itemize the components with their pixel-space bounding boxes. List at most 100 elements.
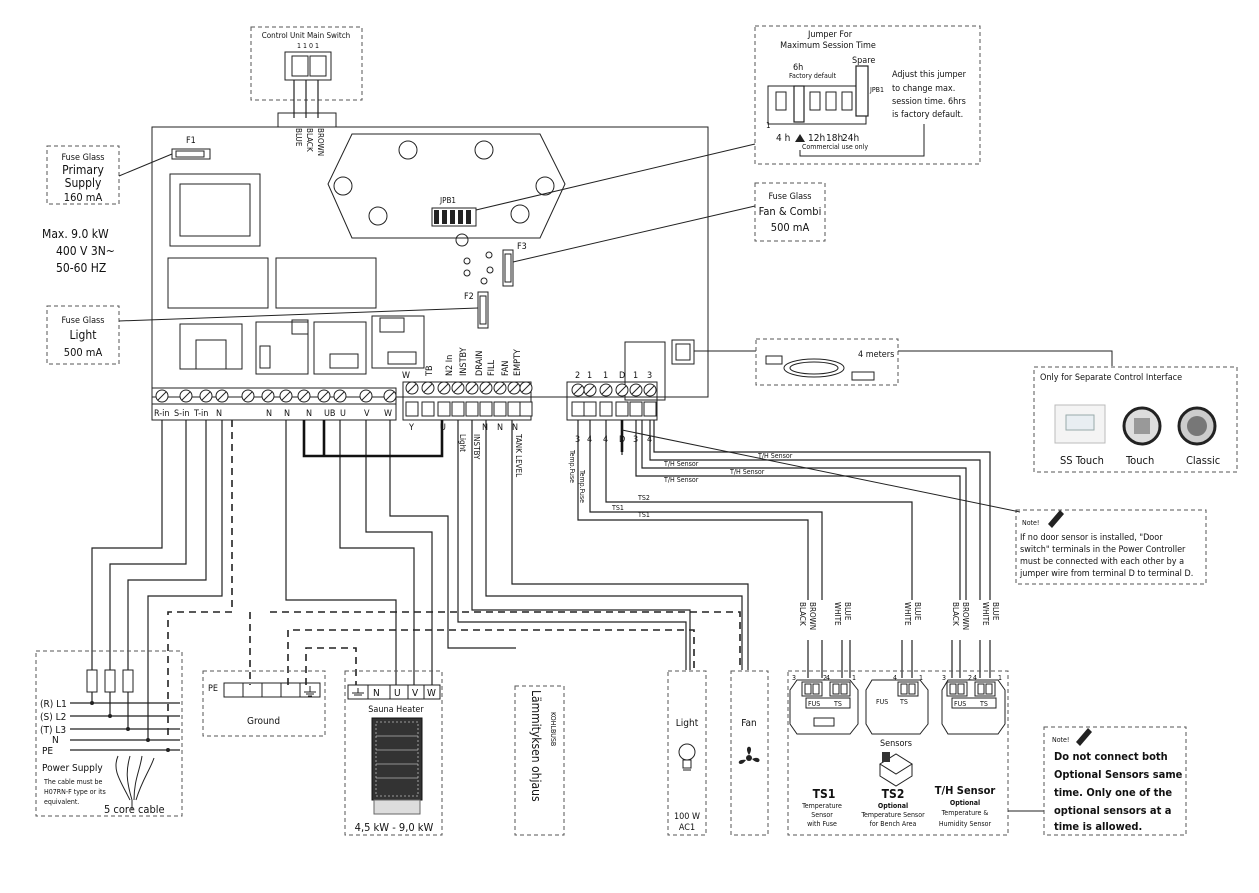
svg-text:The cable must be: The cable must be (43, 778, 103, 786)
svg-text:for Bench Area: for Bench Area (870, 820, 917, 828)
main-terminal-label: UB (324, 409, 335, 419)
svg-text:Classic: Classic (1186, 454, 1220, 467)
ground-icon (352, 688, 364, 696)
svg-text:Note!: Note! (1022, 519, 1039, 527)
main-terminal-label: W (384, 409, 392, 419)
svg-text:N: N (373, 688, 380, 699)
svg-text:INSTBY: INSTBY (472, 434, 481, 460)
sensor-terminal-slot (571, 401, 585, 417)
upper-terminal-slot (451, 401, 465, 417)
svg-text:Fan: Fan (741, 718, 756, 729)
svg-text:TS1: TS1 (813, 787, 836, 801)
svg-text:6h: 6h (793, 63, 803, 73)
svg-text:(T) L3: (T) L3 (40, 725, 66, 736)
wiring (70, 420, 991, 752)
upper-terminal-screw (421, 381, 435, 395)
wire-label-blue: BLUE (294, 128, 303, 147)
sensor-terminal-slot (629, 401, 643, 417)
svg-text:KOHLBUSB: KOHLBUSB (549, 712, 557, 746)
upper-terminal-screw (437, 381, 451, 395)
main-switch-title: Control Unit Main Switch (262, 31, 350, 40)
upper-terminal-label: FILL (487, 359, 497, 376)
svg-text:400 V 3N~: 400 V 3N~ (56, 244, 115, 258)
svg-text:Commercial use only: Commercial use only (802, 143, 868, 151)
main-terminal-screw (215, 389, 229, 403)
svg-text:Ground: Ground (247, 716, 280, 727)
svg-text:Temp.Fuse: Temp.Fuse (568, 449, 576, 483)
svg-text:BLACK: BLACK (951, 602, 960, 626)
svg-text:Sauna Heater: Sauna Heater (368, 705, 424, 715)
svg-text:Light: Light (458, 434, 467, 452)
main-terminal-label: N (306, 409, 312, 419)
svg-text:Supply: Supply (65, 176, 102, 190)
svg-text:Fuse Glass: Fuse Glass (769, 192, 812, 202)
svg-text:3: 3 (942, 674, 946, 682)
sensor-terminal-screw (629, 383, 643, 397)
upper-bottom-label: Y (408, 423, 414, 433)
power-supply-box: (R) L1 (S) L2 (T) L3 N PE Power Supply T… (35, 650, 183, 817)
svg-text:time is allowed.: time is allowed. (1054, 820, 1142, 833)
svg-text:Power Supply: Power Supply (42, 763, 103, 774)
main-terminal-screw (179, 389, 193, 403)
upper-bottom-label: N (497, 423, 503, 433)
svg-text:TS2: TS2 (882, 787, 905, 801)
main-switch: Control Unit Main Switch 1 1 0 1 (250, 26, 363, 118)
sensor-terminal-screw (583, 383, 597, 397)
upper-terminal-screw (519, 381, 533, 395)
svg-text:TS: TS (833, 700, 842, 708)
sensor-terminal-slot (615, 401, 629, 417)
main-terminal-label: T-in (193, 409, 208, 419)
svg-text:TANK LEVEL: TANK LEVEL (514, 433, 523, 477)
svg-text:Adjust this jumper: Adjust this jumper (892, 70, 967, 80)
upper-terminal-screw (479, 381, 493, 395)
main-terminal-screw (359, 389, 373, 403)
svg-text:BLUE: BLUE (913, 602, 922, 621)
ground-icon (304, 686, 316, 697)
wire-label-brown: BROWN (316, 128, 325, 156)
svg-text:is factory default.: is factory default. (892, 110, 963, 120)
svg-text:Light: Light (676, 718, 699, 729)
svg-text:1: 1 (998, 674, 1002, 682)
main-terminal-screw (155, 389, 169, 403)
ts2-sensor: 4 1 FUS TS Sensors TS2 Optional Temperat… (860, 674, 929, 828)
svg-text:160 mA: 160 mA (64, 191, 103, 204)
fuse-fan-box: Fuse Glass Fan & Combi 500 mA (512, 182, 826, 263)
sauna-heater-box: N U V W Sauna Heater 4,5 kW - 9,0 kW (344, 670, 443, 836)
svg-text:TS1: TS1 (611, 504, 624, 512)
svg-text:V: V (412, 688, 419, 699)
bench-sensor-icon (879, 752, 913, 787)
wire-vertical-labels: Light INSTBY TANK LEVEL Temp.Fuse Temp.F… (458, 433, 586, 503)
svg-text:Optional Sensors same: Optional Sensors same (1054, 768, 1183, 781)
svg-text:1: 1 (766, 121, 771, 130)
cable-bundle-icon (115, 755, 155, 810)
svg-text:BLUE: BLUE (991, 602, 1000, 621)
svg-text:Humidity Sensor: Humidity Sensor (939, 820, 992, 828)
upper-terminal-label: FAN (501, 361, 511, 376)
svg-text:24h: 24h (842, 133, 859, 144)
fuse-f3: F3 (502, 242, 527, 287)
main-terminal-label: V (364, 409, 370, 419)
svg-text:5 core cable: 5 core cable (104, 803, 165, 816)
svg-text:must be connected with each ot: must be connected with each other by a (1020, 557, 1184, 567)
svg-text:Factory default: Factory default (789, 72, 837, 80)
main-terminal-screw (383, 389, 397, 403)
sensor-terminal-slot (643, 401, 657, 417)
svg-text:Note!: Note! (1052, 736, 1069, 744)
lightbulb-icon (678, 743, 696, 771)
upper-terminal-screw (507, 381, 521, 395)
svg-text:BROWN: BROWN (808, 602, 817, 630)
svg-text:4 h: 4 h (776, 133, 790, 144)
main-terminal-label: S-in (174, 409, 189, 419)
fuse-f1-label: F1 (186, 136, 196, 146)
control-interface-box: Only for Separate Control Interface SS T… (1033, 366, 1238, 473)
fuse-f3-label: F3 (517, 242, 527, 252)
svg-text:Temperature Sensor: Temperature Sensor (860, 811, 925, 819)
fuse-f2: F2 (464, 291, 489, 329)
svg-text:4: 4 (893, 674, 897, 682)
svg-text:BROWN: BROWN (961, 602, 970, 630)
svg-text:Temperature: Temperature (801, 802, 842, 810)
svg-text:to change max.: to change max. (892, 84, 955, 94)
svg-text:2: 2 (968, 674, 972, 682)
